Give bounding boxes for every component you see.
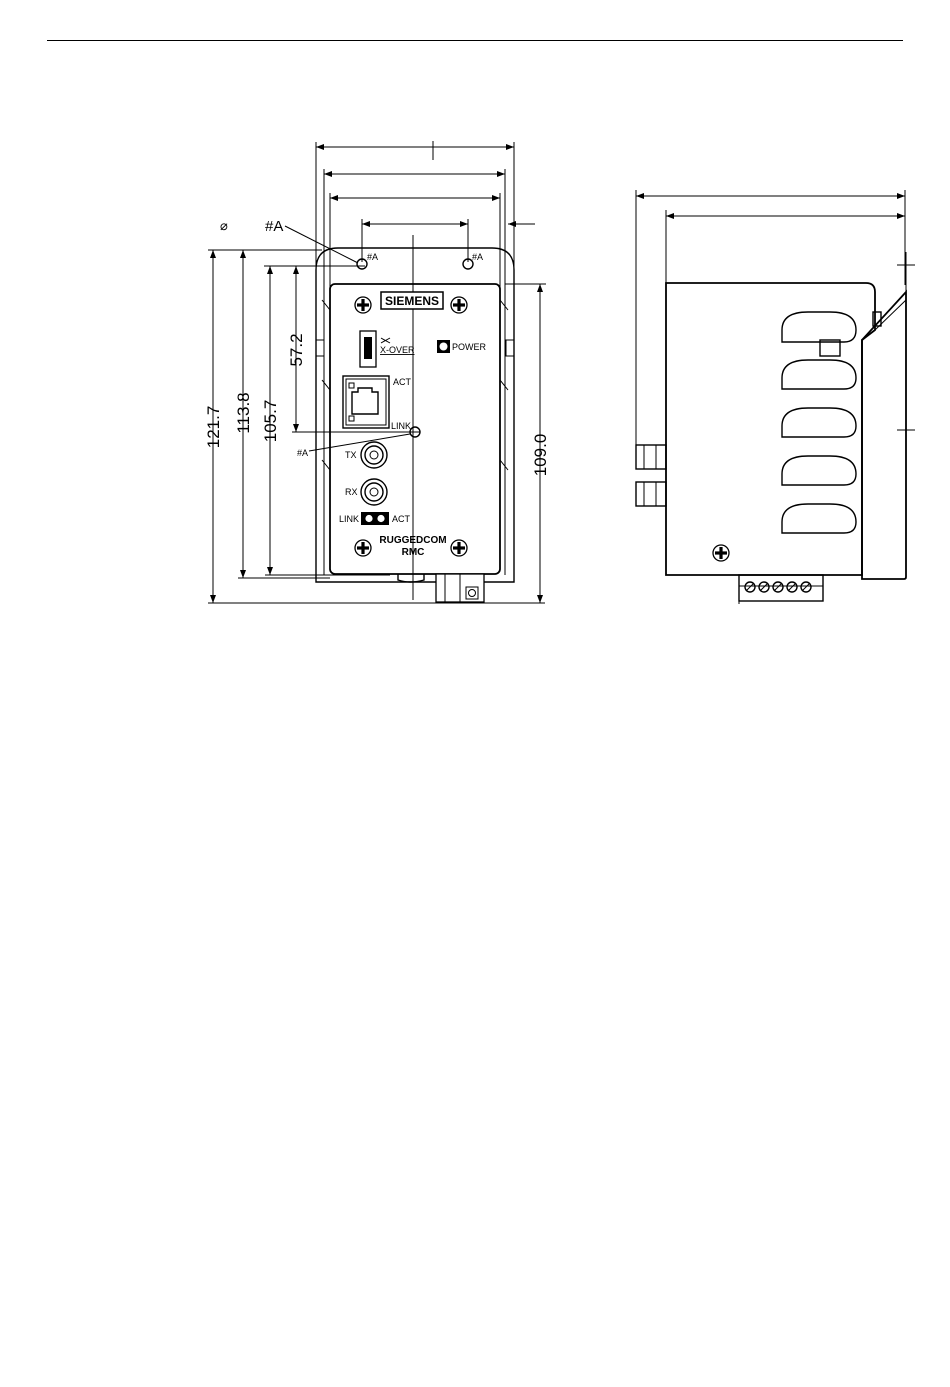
- link-led-icon: [365, 515, 372, 522]
- hole-label-left: #A: [367, 252, 378, 262]
- side-vent-1: [782, 312, 856, 342]
- side-connector-rx: [636, 482, 666, 506]
- act-label-top: ACT: [393, 377, 412, 387]
- link-act-led-box: [361, 512, 389, 525]
- dim-57-2: 57.2: [287, 333, 306, 366]
- screw-bottom-left-icon: [355, 540, 371, 556]
- side-vent-2: [782, 360, 856, 389]
- dim-109-0: 109.0: [531, 434, 550, 477]
- hole-label-center: #A: [297, 448, 308, 458]
- brand-text: SIEMENS: [385, 294, 439, 308]
- front-view: ⌀ #A 121.7 113.8 105.7 57.2 109.0: [204, 141, 550, 603]
- dim-121-7: 121.7: [204, 406, 223, 449]
- dim-105-7: 105.7: [261, 400, 280, 443]
- tx-label: TX: [345, 450, 357, 460]
- diameter-symbol: ⌀: [220, 218, 228, 233]
- rx-label: RX: [345, 487, 358, 497]
- hole-ref-label: #A: [265, 218, 283, 235]
- product-name-line2: RMC: [402, 547, 425, 558]
- link-label-top: LINK: [391, 421, 411, 431]
- side-vent-3: [782, 408, 856, 437]
- side-connector-tx: [636, 445, 666, 469]
- link-label-bottom: LINK: [339, 514, 359, 524]
- power-led-icon: [440, 343, 448, 351]
- screw-bottom-right-icon: [451, 540, 467, 556]
- screw-top-right-icon: [451, 297, 467, 313]
- act-label-bottom: ACT: [392, 514, 411, 524]
- terminal-screws: [745, 582, 811, 592]
- side-vent-5: [782, 504, 856, 533]
- power-label: POWER: [452, 342, 487, 352]
- xover-label: X-OVER: [380, 345, 415, 355]
- hole-label-right: #A: [472, 252, 483, 262]
- side-view: [636, 190, 915, 604]
- dim-113-8: 113.8: [234, 392, 253, 433]
- act-led-icon: [377, 515, 384, 522]
- product-name-line1: RUGGEDCOM: [379, 535, 446, 546]
- screw-top-left-icon: [355, 297, 371, 313]
- top-dimensions: [316, 141, 535, 600]
- side-vent-4: [782, 456, 856, 485]
- side-screw-icon: [713, 545, 729, 561]
